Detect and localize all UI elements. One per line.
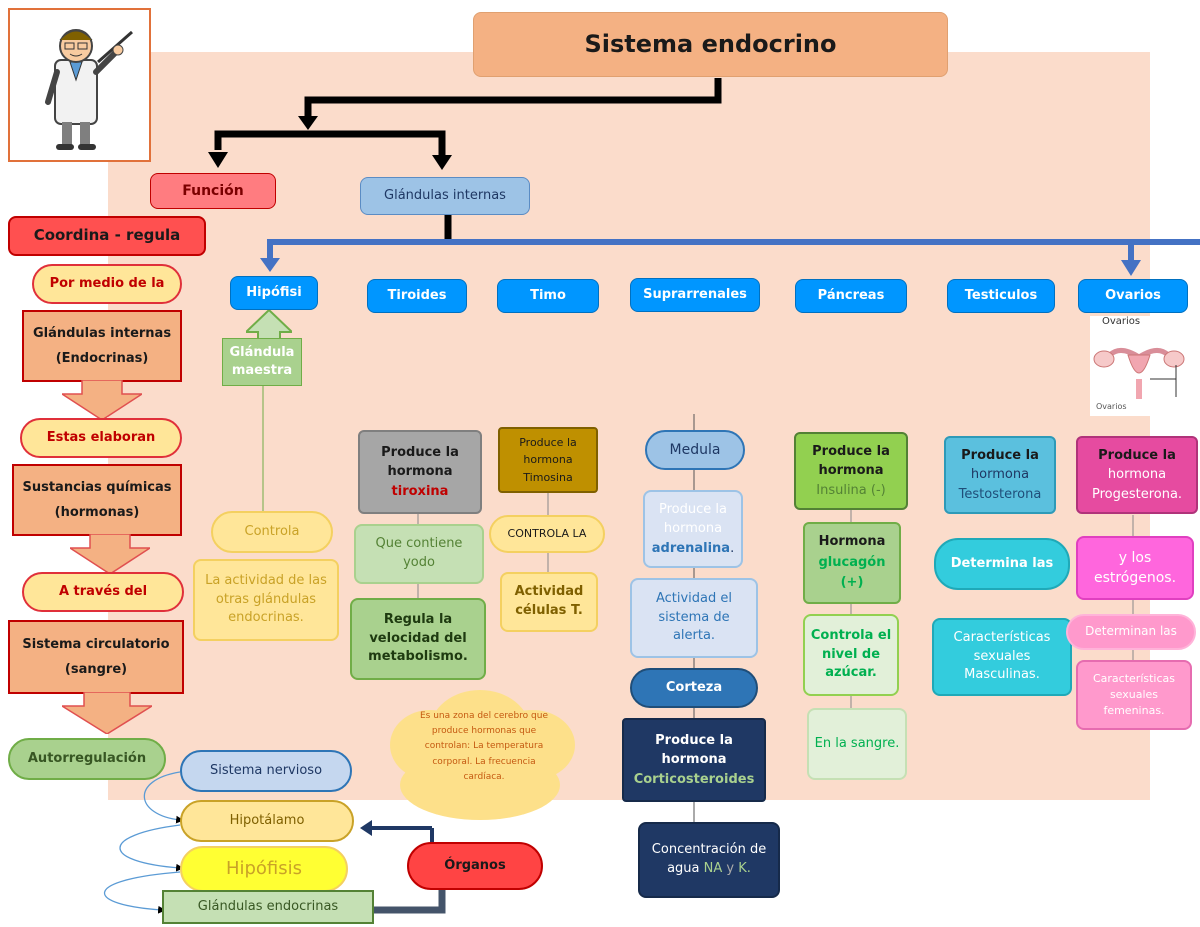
gland-tiroides: Tiroides	[367, 279, 467, 313]
arrow-down-1	[62, 380, 142, 420]
glandulas-internas-label: Glándulas internas	[32, 326, 172, 341]
regula-metabolismo-box: Regula la velocidad del metabolismo.	[350, 598, 486, 680]
punto-label: .	[730, 540, 735, 556]
controla-azucar-box: Controla el nivel de azúcar.	[803, 614, 899, 696]
k-label: K.	[738, 861, 751, 876]
glandulas-endocrinas-box: Glándulas endocrinas	[162, 890, 374, 924]
caracteristicas-masculinas-box: Características sexuales Masculinas.	[932, 618, 1072, 696]
actividad-celulas-box: Actividad células T.	[500, 572, 598, 632]
sistema-circulatorio-label: Sistema circulatorio	[22, 637, 170, 652]
glucagon-label: glucagón	[818, 554, 886, 570]
estas-elaboran-pill: Estas elaboran	[20, 418, 182, 458]
cloud-text: Es una zona del cerebro que produce horm…	[419, 710, 548, 782]
glandulas-internas-box: Glándulas internas (Endocrinas)	[22, 310, 182, 382]
caracteristicas-femeninas-box: Características sexuales femeninas.	[1076, 660, 1192, 730]
teacher-icon	[45, 29, 133, 150]
produce-la-label: Produce la	[961, 447, 1039, 463]
produce-hormona-label: Produce la hormona	[655, 732, 733, 768]
produce-testosterona-box: Produce la hormona Testosterona	[944, 436, 1056, 514]
corteza-pill: Corteza	[630, 668, 758, 708]
gland-timo: Timo	[497, 279, 599, 313]
produce-adrenalina-text: Produce la hormona adrenalina.	[649, 500, 737, 559]
concentracion-label: Concentración de agua	[651, 842, 767, 876]
controla-pill: Controla	[211, 511, 333, 553]
hormonas-label: (hormonas)	[54, 505, 140, 520]
produce-hormona-label: Produce la hormona	[659, 501, 727, 537]
por-medio-pill: Por medio de la	[32, 264, 182, 304]
gland-ovarios: Ovarios	[1078, 279, 1188, 313]
organos-pill: Órganos	[407, 842, 543, 890]
page-title: Sistema endocrino	[473, 12, 948, 77]
produce-timosina-box: Produce la hormona Timosina	[498, 427, 598, 493]
coordina-box: Coordina - regula	[8, 216, 206, 256]
progesterona-label: Progesterona.	[1091, 486, 1183, 502]
produce-corticoesteroides-box: Produce la hormona Corticosteroides	[622, 718, 766, 802]
glucagon-box: Hormona glucagón (+)	[803, 522, 901, 604]
en-la-sangre-box: En la sangre.	[807, 708, 907, 780]
concentracion-text: Concentración de agua NA y K.	[644, 841, 774, 879]
adrenalina-label: adrenalina	[651, 540, 731, 556]
hormona-label: Hormona	[818, 533, 886, 549]
determina-las-pill: Determina las	[934, 538, 1070, 590]
uterus-icon	[1093, 348, 1185, 399]
arrow-down-3	[62, 692, 152, 734]
produce-la-label: Produce la	[1098, 447, 1176, 463]
produce-hormona-label: Produce la hormona	[381, 444, 459, 480]
produce-insulina-box: Produce la hormona Insulina (-)	[794, 432, 908, 510]
glandula-maestra-box: Glándula maestra	[222, 338, 302, 386]
gland-hipofisi: Hipófisi	[230, 276, 318, 310]
produce-hormona-label: Produce la hormona	[812, 443, 890, 479]
y-label: y	[726, 861, 735, 876]
glandulas-internas-header: Glándulas internas	[360, 177, 530, 215]
insulina-label: Insulina (-)	[816, 482, 886, 498]
medula-pill: Medula	[645, 430, 745, 470]
ovarios-small-label: Ovarios	[1096, 402, 1127, 411]
testosterona-label: Testosterona	[958, 486, 1042, 502]
produce-tiroxina-box: Produce la hormona tiroxina	[358, 430, 482, 514]
gland-pancreas: Páncreas	[795, 279, 907, 313]
plus-label: (+)	[840, 575, 864, 591]
hormona-label: hormona	[970, 467, 1030, 483]
estrogenos-box: y los estrógenos.	[1076, 536, 1194, 600]
sistema-nervioso-pill: Sistema nervioso	[180, 750, 352, 792]
teacher-illustration	[8, 8, 151, 162]
gland-testiculos: Testiculos	[947, 279, 1055, 313]
gland-suprarrenales: Suprarrenales	[630, 278, 760, 312]
actividad-alerta-box: Actividad el sistema de alerta.	[630, 578, 758, 658]
sustancias-label: Sustancias químicas	[22, 480, 172, 495]
ovarios-image: Ovarios Ovarios	[1090, 316, 1188, 416]
determinan-las-pill: Determinan las	[1066, 614, 1196, 650]
hormona-label: hormona	[1107, 467, 1167, 483]
actividad-otras-box: La actividad de las otras glándulas endo…	[193, 559, 339, 641]
concentracion-agua-box: Concentración de agua NA y K.	[638, 822, 780, 898]
endocrinas-label: (Endocrinas)	[55, 351, 149, 366]
produce-progesterona-box: Produce la hormona Progesterona.	[1076, 436, 1198, 514]
sistema-circulatorio-box: Sistema circulatorio (sangre)	[8, 620, 184, 694]
a-traves-pill: A través del	[22, 572, 184, 612]
corticoesteroides-label: Corticosteroides	[633, 771, 755, 787]
funcion-box: Función	[150, 173, 276, 209]
na-label: NA	[703, 861, 723, 876]
hipotalamo-pill: Hipotálamo	[180, 800, 354, 842]
hipofisis-pill: Hipófisis	[180, 846, 348, 892]
ovarios-image-label: Ovarios	[1102, 316, 1141, 327]
cloud-shape	[380, 690, 580, 830]
sustancias-box: Sustancias químicas (hormonas)	[12, 464, 182, 536]
controla-la-pill: CONTROLA LA	[489, 515, 605, 553]
maestra-label: maestra	[231, 363, 293, 378]
tiroxina-label: tiroxina	[391, 483, 449, 499]
arrow-up-hipofisi	[246, 310, 292, 340]
glandula-label: Glándula	[229, 344, 295, 360]
produce-adrenalina-box: Produce la hormona adrenalina.	[643, 490, 743, 568]
arrow-down-2	[70, 534, 150, 574]
contiene-yodo-box: Que contiene yodo	[354, 524, 484, 584]
sangre-label: (sangre)	[64, 662, 128, 677]
autorregulacion-pill: Autorregulación	[8, 738, 166, 780]
